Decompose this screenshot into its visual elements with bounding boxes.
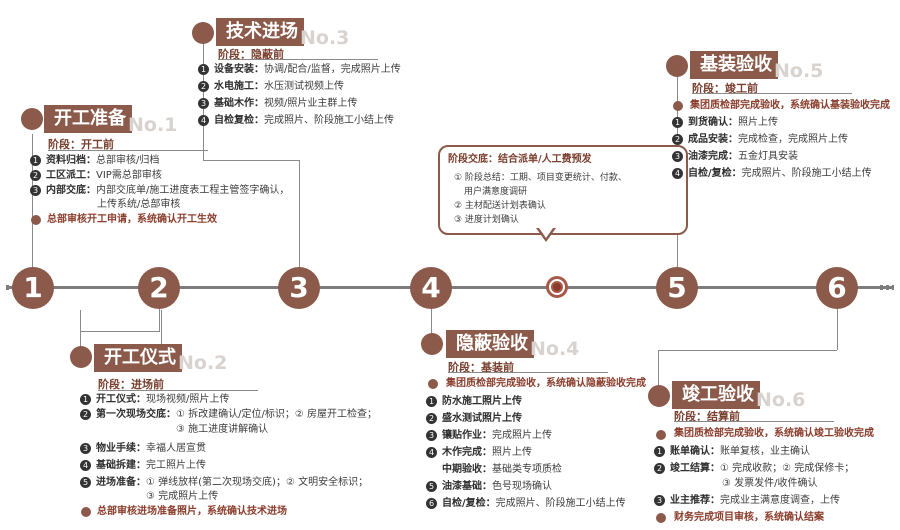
phase6-footer-dot — [656, 513, 666, 523]
phase1-stage: 阶段：开工前 — [48, 138, 114, 151]
callout-tail-inner — [539, 228, 553, 238]
phase5-title: 基装验收 — [690, 51, 778, 79]
phase6-item-2-cont: ③ 发票发件/收件确认 — [722, 478, 818, 489]
milestone-6: 6 — [816, 267, 858, 309]
phase3-stage-divider — [218, 59, 378, 60]
milestone-3: 3 — [278, 267, 320, 309]
connector-2c — [80, 331, 81, 355]
phase2-stage-divider — [98, 390, 258, 391]
phase6-bullet — [648, 385, 670, 407]
phase4-item-midcheck: 中期验收：基础类专项质检 — [442, 464, 562, 475]
connector-3b — [203, 160, 299, 161]
connector-1 — [32, 134, 33, 268]
phase2-stage: 阶段：进场前 — [98, 378, 164, 391]
phase6-title: 竣工验收 — [672, 381, 760, 409]
phase4-stage-divider — [448, 372, 608, 373]
connector-6a — [837, 308, 838, 350]
callout-line-2: 用户满意度调研 — [464, 187, 528, 197]
phase5-stage: 阶段：竣工前 — [692, 82, 758, 95]
phase4-title: 隐蔽验收 — [446, 330, 534, 358]
midpoint-target-ring — [549, 279, 565, 295]
timeline-axis-end — [880, 285, 894, 290]
phase5-header-dot — [673, 101, 683, 111]
midpoint-target-dot — [553, 283, 561, 291]
phase3-number: No.3 — [300, 27, 350, 49]
phase6-number: No.6 — [756, 389, 806, 411]
phase4-stage: 阶段：基装前 — [448, 361, 514, 374]
phase4-header-dot — [428, 379, 438, 389]
phase2-item-2-cont: ③ 施工进度讲解确认 — [176, 424, 269, 435]
phase2-footer: 总部审核进场准备照片，系统确认技术进场 — [97, 506, 287, 517]
phase1-number: No.1 — [128, 114, 178, 136]
phase6-stage: 阶段：结算前 — [674, 410, 740, 423]
phase5-header: 集团质检部完成验收，系统确认基装验收完成 — [690, 100, 890, 111]
handover-callout — [438, 145, 688, 235]
milestone-5: 5 — [656, 267, 698, 309]
phase2-footer-dot — [81, 507, 91, 517]
phase3-title: 技术进场 — [216, 18, 304, 46]
phase1-title: 开工准备 — [44, 105, 132, 133]
phase4-bullet — [421, 333, 443, 355]
connector-2a — [159, 308, 160, 332]
phase6-header-dot — [656, 430, 666, 440]
phase1-footer: 总部审核开工申请，系统确认开工生效 — [47, 214, 217, 225]
phase2-item-5-cont: ③ 完成照片上传 — [146, 491, 219, 502]
phase1-stage-divider — [48, 150, 208, 151]
milestone-2: 2 — [138, 267, 180, 309]
phase2-title: 开工仪式 — [94, 344, 182, 372]
phase4-header: 集团质检部完成验收，系统确认隐蔽验收完成 — [446, 378, 646, 389]
callout-line-4: ③ 进度计划确认 — [454, 215, 519, 225]
phase4-number: No.4 — [530, 338, 580, 360]
phase5-number: No.5 — [774, 60, 824, 82]
connector-4 — [431, 308, 432, 344]
phase5-stage-divider — [692, 93, 852, 94]
callout-line-3: ② 主材配送计划表确认 — [454, 201, 546, 211]
phase1-bullet — [21, 108, 43, 130]
phase2-bullet — [70, 346, 92, 368]
milestone-1: 1 — [12, 267, 54, 309]
connector-6c — [658, 350, 659, 402]
phase6-footer: 财务完成项目审核，系统确认结案 — [674, 512, 824, 523]
callout-title: 阶段交底：结合派单/人工费预发 — [448, 154, 592, 165]
phase3-bullet — [192, 22, 214, 44]
phase3-stage: 阶段：隐蔽前 — [218, 48, 284, 61]
connector-3c — [299, 160, 300, 268]
phase1-footer-dot — [31, 215, 41, 225]
phase5-bullet — [666, 55, 688, 77]
phase6-stage-divider — [674, 421, 834, 422]
phase1-item-3-cont: 上传系统/总部审核 — [97, 199, 181, 210]
phase2-number: No.2 — [178, 352, 228, 374]
phase6-header: 集团质检部完成验收，系统确认竣工验收完成 — [674, 428, 874, 439]
connector-6b — [658, 350, 837, 351]
connector-2b — [80, 331, 160, 332]
callout-line-1: ① 阶段总结：工期、项目变更统计、付款、 — [454, 173, 627, 183]
milestone-4: 4 — [410, 267, 452, 309]
